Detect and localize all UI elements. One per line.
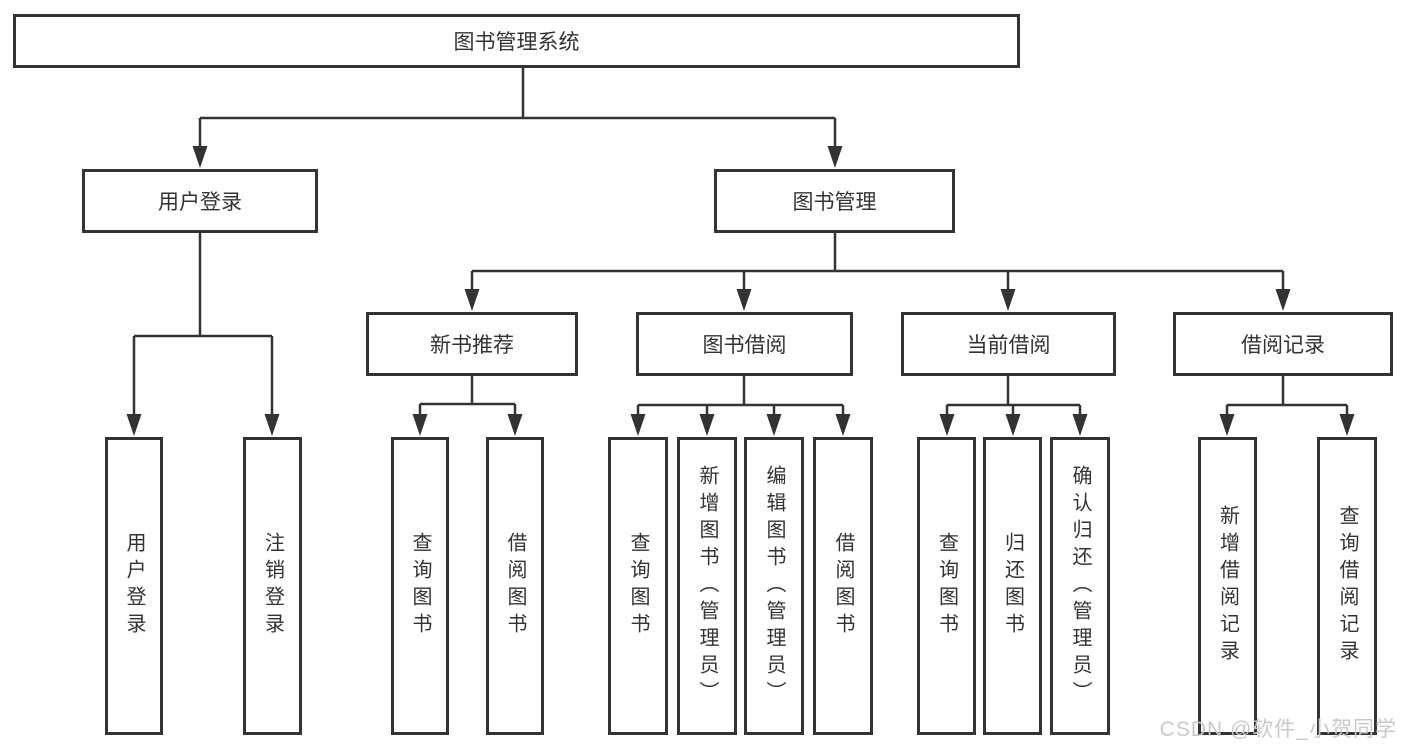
node-book-management: 图书管理 xyxy=(714,169,955,233)
node-borrowing-records: 借阅记录 xyxy=(1173,312,1393,376)
leaf-add-books-admin: 新增图书（管理员） xyxy=(677,437,737,735)
leaf-borrow-books-borrowing: 借阅图书 xyxy=(813,437,873,735)
leaf-borrow-books-recommend: 借阅图书 xyxy=(486,437,544,735)
node-book-borrowing: 图书借阅 xyxy=(636,312,853,376)
leaf-query-books-borrowing: 查询图书 xyxy=(608,437,668,735)
leaf-confirm-return-admin: 确认归还（管理员） xyxy=(1050,437,1110,735)
leaf-add-borrow-record: 新增借阅记录 xyxy=(1198,437,1257,735)
leaf-query-books-recommend: 查询图书 xyxy=(391,437,449,735)
tree-edges xyxy=(126,68,1355,436)
leaf-query-borrow-record: 查询借阅记录 xyxy=(1317,437,1377,735)
node-new-book-recommendation: 新书推荐 xyxy=(366,312,578,376)
leaf-return-books: 归还图书 xyxy=(983,437,1042,735)
node-library-management-system: 图书管理系统 xyxy=(13,14,1020,68)
leaf-logout: 注销登录 xyxy=(243,437,302,735)
leaf-edit-books-admin: 编辑图书（管理员） xyxy=(744,437,804,735)
node-current-borrowing: 当前借阅 xyxy=(901,312,1116,376)
node-user-login: 用户登录 xyxy=(82,169,318,233)
leaf-query-books-current: 查询图书 xyxy=(917,437,976,735)
leaf-user-login: 用户登录 xyxy=(105,437,163,735)
arrowheads xyxy=(126,146,1355,436)
